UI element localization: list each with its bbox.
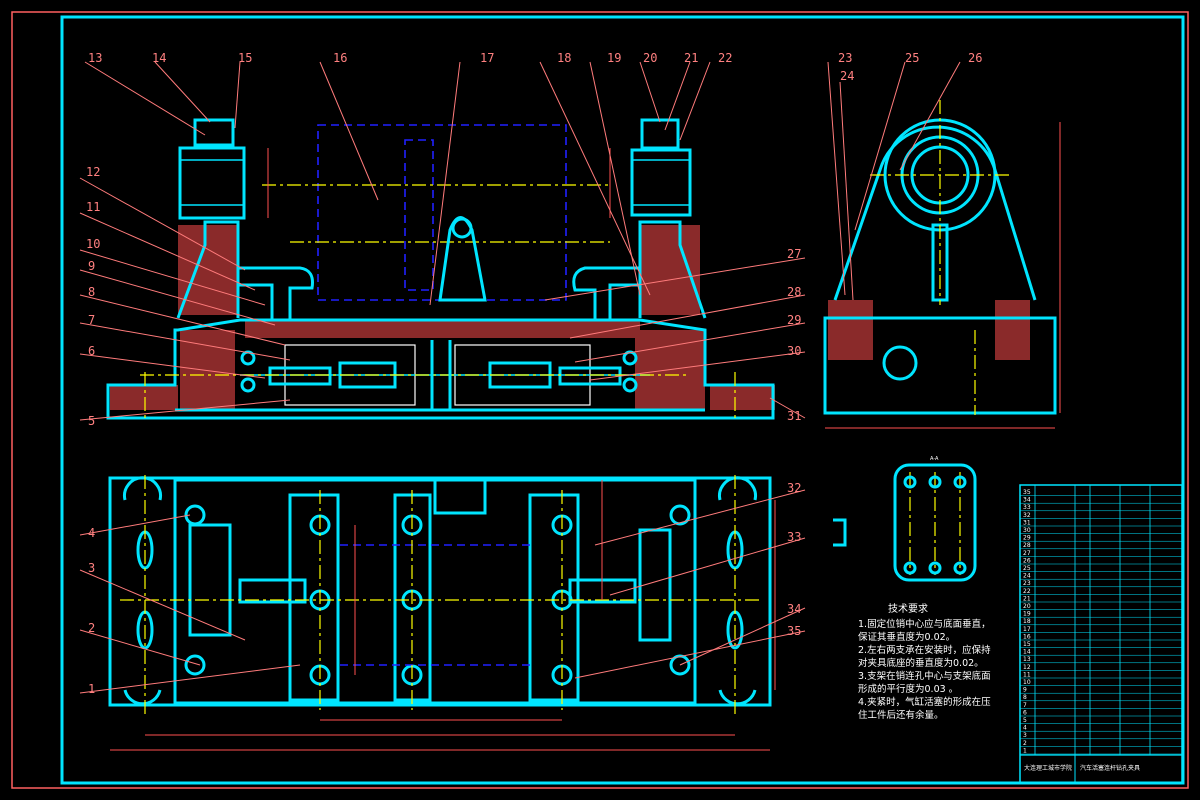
title-block-row-number: 17 [1023, 626, 1031, 633]
top-view [108, 475, 776, 751]
part-label-33: 33 [787, 530, 801, 544]
technical-requirements: 技术要求 1.固定位销中心应与底面垂直， 保证其垂直度为0.02。 2.左右两支… [858, 602, 991, 721]
title-block-row-number: 1 [1023, 747, 1027, 754]
side-view [823, 100, 1061, 429]
title-block-row-number: 24 [1023, 573, 1031, 580]
title-block-row-number: 6 [1023, 709, 1027, 716]
title-block-row-number: 28 [1023, 542, 1031, 549]
part-label-24: 24 [840, 69, 854, 83]
part-label-25: 25 [905, 51, 919, 65]
part-label-29: 29 [787, 313, 801, 327]
title-block-row-number: 20 [1023, 603, 1031, 610]
part-label-12: 12 [86, 165, 100, 179]
title-block-row-number: 22 [1023, 588, 1031, 595]
notes-line-5: 3.支架在销连孔中心与支架底面 [858, 670, 991, 682]
part-label-10: 10 [86, 237, 100, 251]
title-block-row-number: 27 [1023, 550, 1031, 557]
part-label-26: 26 [968, 51, 982, 65]
front-view [106, 118, 775, 420]
part-label-14: 14 [152, 51, 166, 65]
part-label-3: 3 [88, 561, 95, 575]
title-block-row-number: 29 [1023, 535, 1031, 542]
title-block-row-number: 16 [1023, 633, 1031, 640]
title-block-row-number: 15 [1023, 641, 1031, 648]
part-label-21: 21 [684, 51, 698, 65]
title-block-row-number: 26 [1023, 557, 1031, 564]
title-block-row-number: 13 [1023, 656, 1031, 663]
title-block-row-number: 33 [1023, 504, 1031, 511]
part-label-31: 31 [787, 409, 801, 423]
part-label-15: 15 [238, 51, 252, 65]
part-label-13: 13 [88, 51, 102, 65]
title-block-school: 大连理工城市学院 [1024, 764, 1072, 772]
title-block-row-number: 23 [1023, 580, 1031, 587]
title-block-row-number: 18 [1023, 618, 1031, 625]
title-block: 3534333231302928272625242322212019181716… [1019, 484, 1183, 784]
title-block-row-number: 5 [1023, 717, 1027, 724]
part-label-18: 18 [557, 51, 571, 65]
notes-line-6: 形成的平行度为0.03 。 [858, 683, 958, 695]
part-label-4: 4 [88, 526, 95, 540]
part-label-35: 35 [787, 624, 801, 638]
part-labels: 13 14 15 16 17 18 19 20 21 22 23 24 25 2… [79, 51, 982, 696]
title-block-row-number: 3 [1023, 732, 1027, 739]
part-label-23: 23 [838, 51, 852, 65]
part-label-32: 32 [787, 481, 801, 495]
part-label-9: 9 [88, 259, 95, 273]
part-label-7: 7 [88, 313, 95, 327]
title-block-row-number: 2 [1023, 740, 1027, 747]
part-label-28: 28 [787, 285, 801, 299]
part-label-16: 16 [333, 51, 347, 65]
part-label-34: 34 [787, 602, 801, 616]
title-block-row-number: 35 [1023, 489, 1031, 496]
title-block-row-number: 14 [1023, 649, 1031, 656]
title-block-row-number: 31 [1023, 519, 1031, 526]
part-label-2: 2 [88, 621, 95, 635]
title-block-row-number: 19 [1023, 611, 1031, 618]
part-label-27: 27 [787, 247, 801, 261]
part-label-6: 6 [88, 344, 95, 358]
notes-line-3: 2.左右两支承在安装时，应保持 [858, 644, 991, 656]
notes-line-1: 1.固定位销中心应与底面垂直， [858, 618, 991, 630]
title-block-row-number: 12 [1023, 664, 1031, 671]
section-detail: A-A [833, 456, 977, 582]
title-block-row-number: 34 [1023, 497, 1031, 504]
part-label-5: 5 [88, 414, 95, 428]
title-block-row-number: 9 [1023, 687, 1027, 694]
notes-title: 技术要求 [888, 602, 928, 615]
title-block-row-number: 11 [1023, 671, 1031, 678]
part-label-30: 30 [787, 344, 801, 358]
part-label-1: 1 [88, 682, 95, 696]
part-label-20: 20 [643, 51, 657, 65]
inner-border [60, 15, 1185, 785]
title-block-row-number: 8 [1023, 694, 1027, 701]
title-block-row-number: 21 [1023, 595, 1031, 602]
title-block-row-number: 4 [1023, 725, 1027, 732]
notes-line-7: 4.夹紧时，气缸活塞的形成在压 [858, 696, 991, 708]
part-label-11: 11 [86, 200, 100, 214]
title-block-drawing-name: 汽车活塞连杆钻孔夹具 [1080, 764, 1140, 772]
part-label-8: 8 [88, 285, 95, 299]
part-label-19: 19 [607, 51, 621, 65]
title-block-row-number: 32 [1023, 512, 1031, 519]
part-label-17: 17 [480, 51, 494, 65]
section-label: A-A [930, 456, 939, 462]
notes-line-4: 对夹具底座的垂直度为0.02。 [858, 657, 984, 669]
title-block-row-number: 7 [1023, 702, 1027, 709]
notes-line-8: 住工件后还有余量。 [858, 709, 944, 721]
notes-line-2: 保证其垂直度为0.02。 [858, 631, 955, 643]
title-block-row-number: 30 [1023, 527, 1031, 534]
outer-border [11, 11, 1189, 789]
title-block-row-number: 10 [1023, 679, 1031, 686]
part-label-22: 22 [718, 51, 732, 65]
title-block-row-number: 25 [1023, 565, 1031, 572]
